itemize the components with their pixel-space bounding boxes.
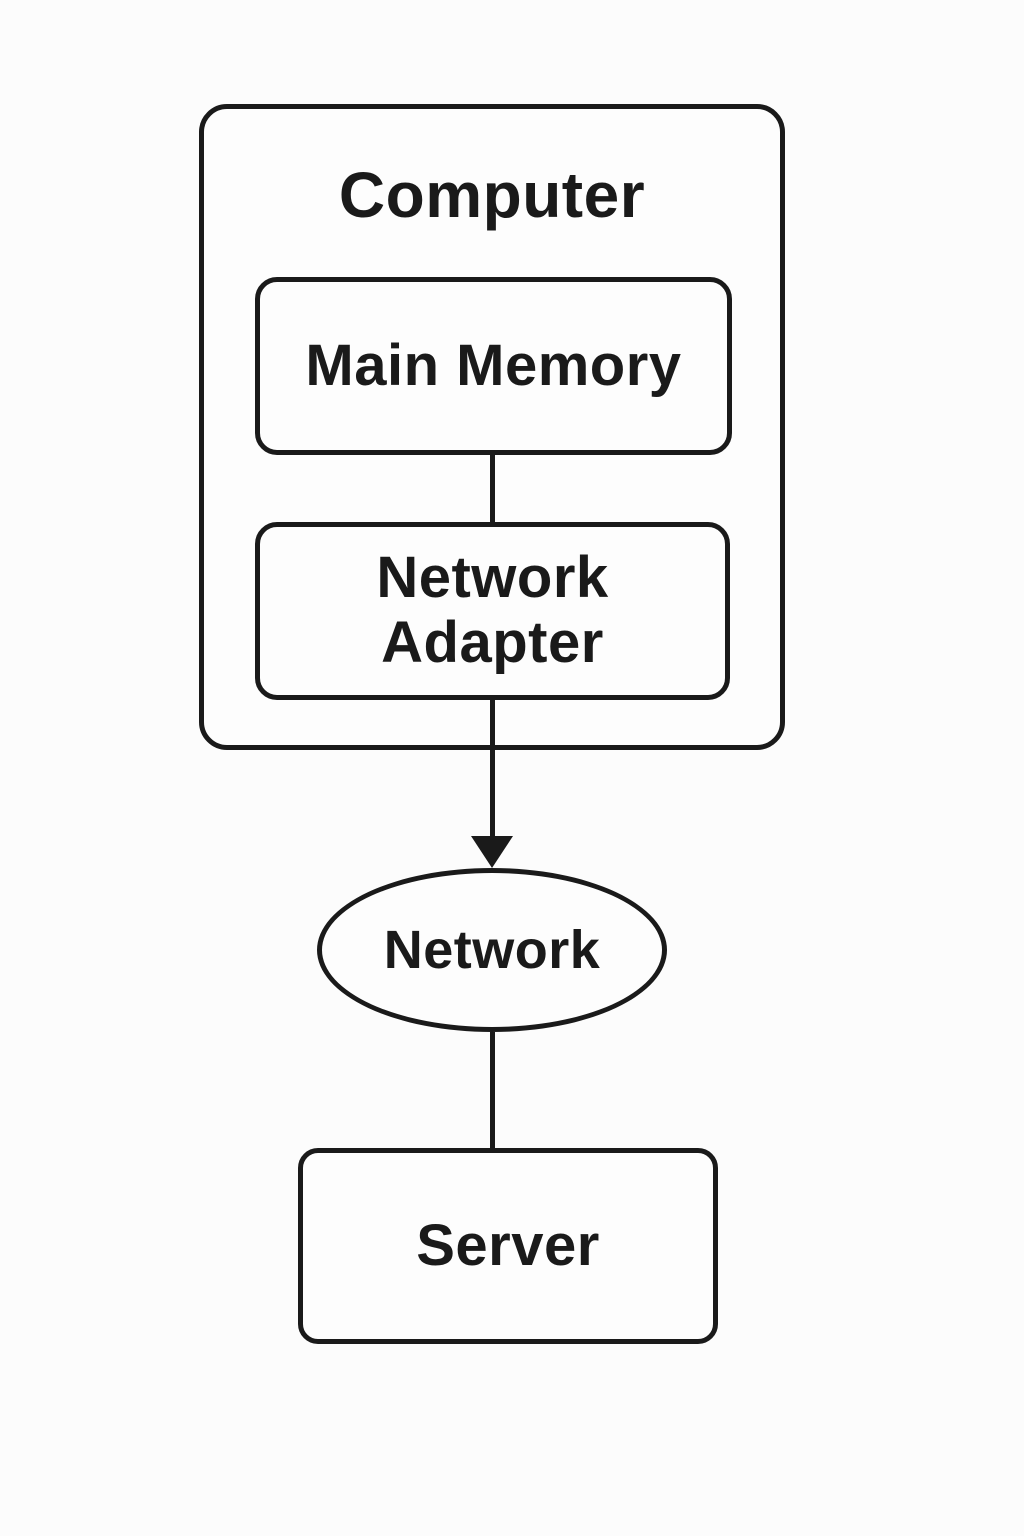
- node-computer-label: Computer: [338, 159, 646, 231]
- node-server-label: Server: [416, 1212, 600, 1278]
- node-network: Network: [317, 868, 667, 1032]
- node-network-adapter: Network Adapter: [255, 522, 730, 700]
- node-main-memory: Main Memory: [255, 277, 732, 455]
- arrowhead-down-icon: [471, 836, 513, 868]
- node-server: Server: [298, 1148, 718, 1344]
- edge-network-adapter-to-network: [490, 700, 495, 838]
- node-network-label: Network: [383, 919, 601, 980]
- node-network-adapter-label: Network Adapter: [376, 545, 609, 675]
- node-main-memory-label: Main Memory: [305, 332, 682, 398]
- edge-network-to-server: [490, 1032, 495, 1148]
- edge-main-memory-to-network-adapter: [490, 455, 495, 522]
